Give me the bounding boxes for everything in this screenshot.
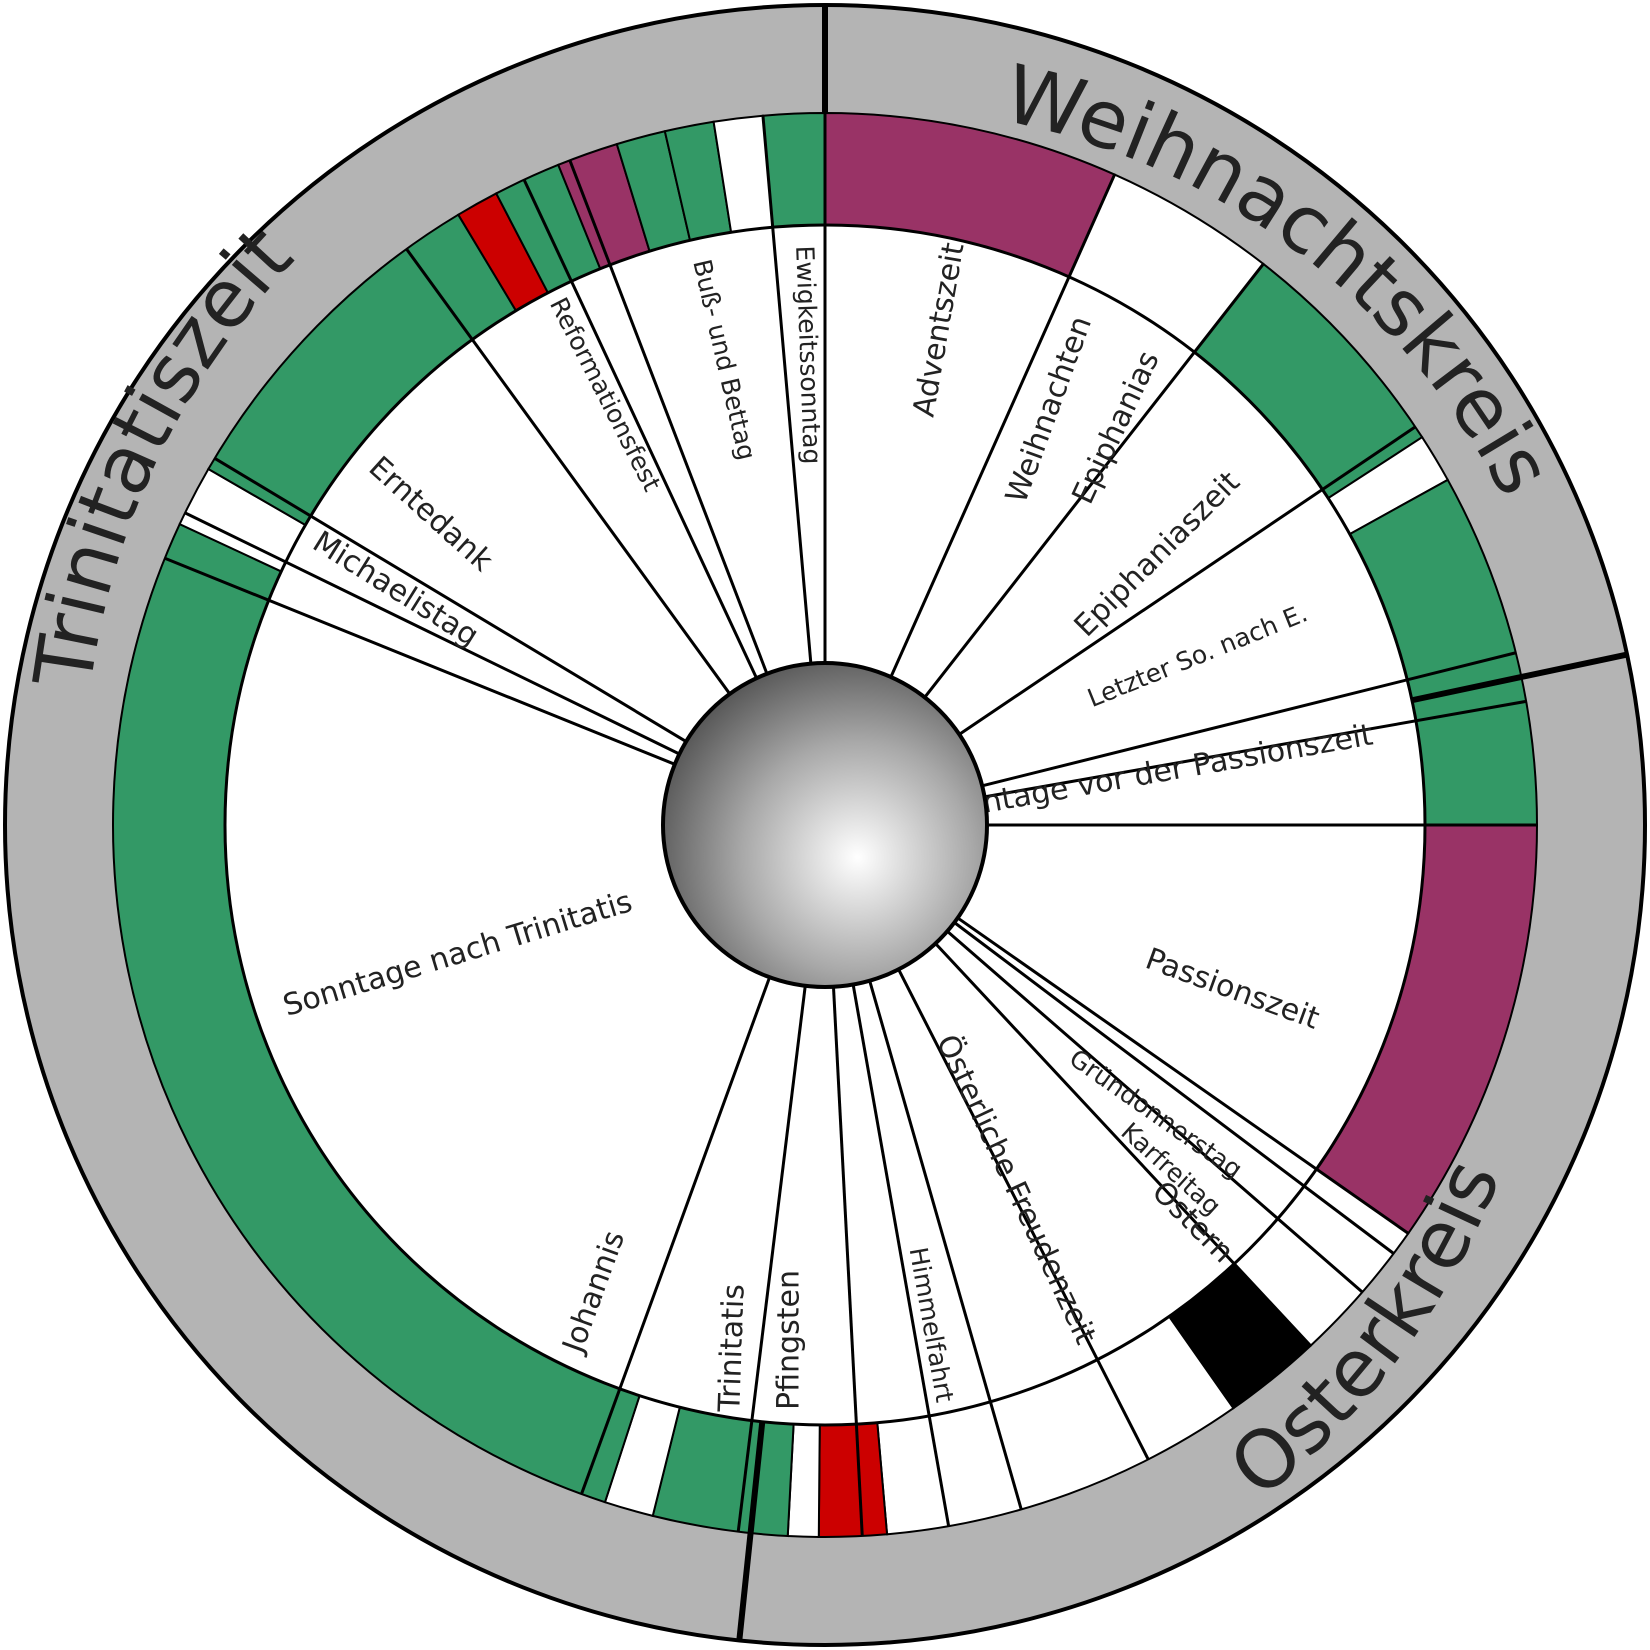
segment-divider xyxy=(831,986,864,1537)
segment-divider xyxy=(958,425,1417,736)
circle-division-line xyxy=(736,1421,766,1641)
label-trinitatis: Trinitatis xyxy=(712,1283,751,1413)
segment-divider xyxy=(934,942,1312,1347)
color-band-sector xyxy=(817,1421,889,1538)
segment-divider xyxy=(923,263,1265,699)
segment-divider xyxy=(522,179,758,679)
segment-divider xyxy=(868,980,1023,1510)
segment-divider xyxy=(580,976,772,1495)
segment-divider xyxy=(761,115,813,664)
segment-dividers xyxy=(164,5,1628,1641)
segment-divider xyxy=(568,159,769,675)
segment-divider xyxy=(405,248,731,695)
circle-division-line xyxy=(1411,651,1628,704)
segment-divider xyxy=(956,916,1410,1235)
segment-divider xyxy=(897,968,1150,1461)
segment-divider xyxy=(984,699,1527,799)
segment-divider xyxy=(213,457,687,743)
segment-divider xyxy=(184,511,681,756)
segment-divider xyxy=(981,651,1517,788)
segment-divider xyxy=(946,930,1364,1294)
label-pfingsten: Pfingsten xyxy=(772,1270,807,1410)
segment-divider xyxy=(736,985,807,1532)
segment-divider xyxy=(953,921,1395,1255)
segment-divider xyxy=(889,173,1116,678)
segment-divider xyxy=(851,984,951,1527)
segment-divider xyxy=(164,556,676,766)
center-hub xyxy=(661,661,989,989)
